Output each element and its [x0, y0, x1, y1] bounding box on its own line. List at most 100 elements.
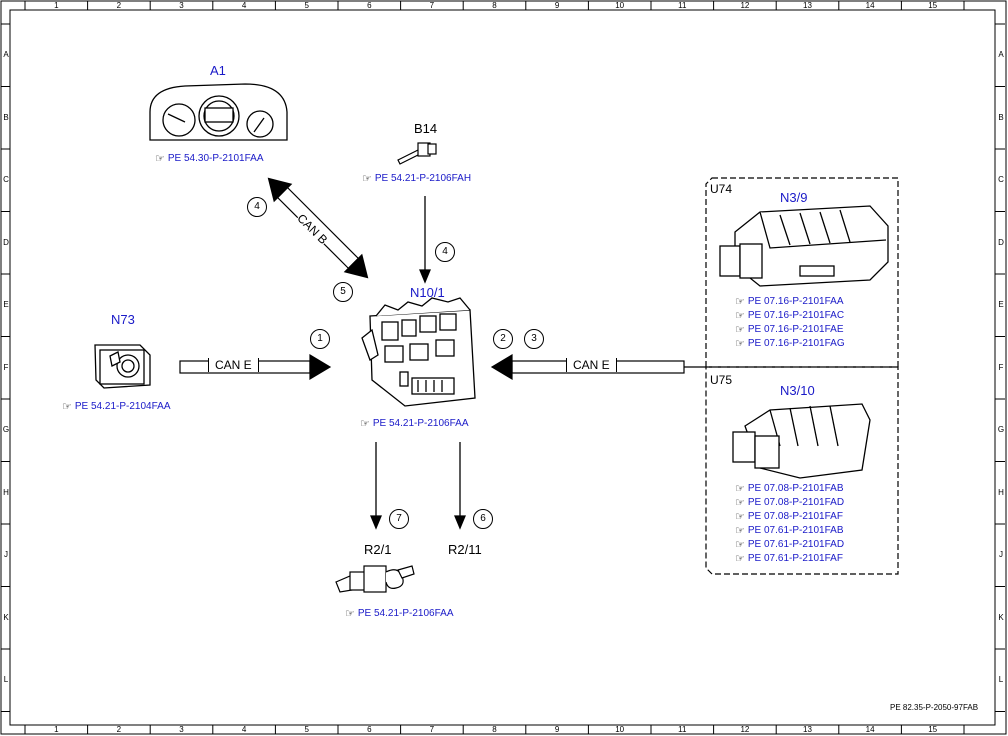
n10-1-reference[interactable]: ☞PE 54.21-P-2106FAA: [360, 418, 469, 430]
n3-10-label: N3/10: [780, 383, 815, 398]
grid-column-label: 5: [304, 725, 309, 734]
can-e-right-label: CAN E: [566, 358, 617, 372]
grid-column-label: 12: [740, 725, 750, 734]
ignition-switch-icon: [94, 344, 151, 389]
engine-control-unit-2-icon: [732, 403, 871, 479]
grid-column-label: 12: [740, 1, 750, 10]
grid-row-label: L: [998, 675, 1004, 685]
pointing-hand-icon: ☞: [362, 173, 372, 185]
b14-label: B14: [414, 121, 438, 136]
ecu-reference[interactable]: ☞PE 07.08-P-2101FAD: [735, 497, 845, 509]
grid-row-label: E: [998, 300, 1004, 310]
ecu-reference[interactable]: ☞PE 07.08-P-2101FAB: [735, 483, 844, 495]
grid-column-label: 8: [492, 725, 497, 734]
grid-row-label: B: [3, 112, 9, 122]
signal-7: 7: [389, 509, 409, 529]
document-id: PE 82.35-P-2050-97FAB: [890, 703, 979, 712]
b14-reference[interactable]: ☞PE 54.21-P-2106FAH: [362, 173, 472, 185]
grid-column-label: 6: [367, 1, 372, 10]
signal-4-can-b: 4: [247, 197, 267, 217]
pointing-hand-icon: ☞: [735, 511, 745, 523]
signal-5: 5: [333, 282, 353, 302]
grid-row-label: C: [3, 175, 9, 185]
u74-label: U74: [710, 182, 733, 196]
grid-row-label: J: [999, 550, 1003, 560]
pointing-hand-icon: ☞: [62, 401, 72, 413]
grid-row-label: H: [3, 487, 9, 497]
grid-column-label: 4: [241, 1, 247, 10]
grid-row-label: B: [998, 112, 1004, 122]
a1-reference[interactable]: ☞PE 54.30-P-2101FAA: [155, 153, 264, 165]
grid-column-label: 2: [116, 725, 122, 734]
grid-row-label: C: [998, 175, 1004, 185]
signal-arrows: [370, 196, 706, 530]
grid-column-label: 3: [179, 725, 184, 734]
grid-row-label: D: [998, 237, 1004, 247]
grid-column-label: 7: [429, 725, 435, 734]
grid-column-label: 5: [304, 1, 309, 10]
grid-column-label: 8: [492, 1, 497, 10]
r2-1-reference[interactable]: ☞PE 54.21-P-2106FAA: [345, 608, 454, 620]
glow-plug-icon: [335, 565, 415, 593]
grid-row-label: A: [3, 50, 9, 60]
engine-control-unit-icon: [719, 205, 889, 287]
grid-column-label: 13: [803, 725, 812, 734]
pointing-hand-icon: ☞: [735, 483, 745, 495]
grid-row-label: K: [998, 612, 1004, 622]
pointing-hand-icon: ☞: [735, 539, 745, 551]
ecu-reference[interactable]: ☞PE 07.08-P-2101FAF: [735, 511, 843, 523]
grid-column-label: 1: [54, 725, 59, 734]
signal-4-b14: 4: [435, 242, 455, 262]
ecu-reference[interactable]: ☞PE 07.16-P-2101FAE: [735, 324, 844, 336]
grid-row-label: H: [998, 487, 1004, 497]
pointing-hand-icon: ☞: [735, 525, 745, 537]
pointing-hand-icon: ☞: [155, 153, 165, 165]
engine-control-group-box: [705, 177, 899, 575]
grid-row-label: L: [3, 675, 9, 685]
grid-column-label: 7: [429, 1, 435, 10]
pointing-hand-icon: ☞: [345, 608, 355, 620]
grid-row-label: G: [997, 425, 1005, 435]
u75-label: U75: [710, 373, 733, 387]
ecu-reference[interactable]: ☞PE 07.16-P-2101FAA: [735, 296, 844, 308]
grid-column-label: 3: [179, 1, 184, 10]
grid-column-label: 14: [865, 725, 875, 734]
n73-label: N73: [111, 312, 135, 327]
pointing-hand-icon: ☞: [735, 310, 745, 322]
n3-9-label: N3/9: [780, 190, 808, 205]
grid-column-label: 13: [803, 1, 812, 10]
signal-1: 1: [310, 329, 330, 349]
grid-column-label: 9: [554, 1, 560, 10]
grid-column-label: 15: [928, 725, 938, 734]
grid-row-label: G: [2, 425, 10, 435]
grid-column-label: 10: [615, 725, 625, 734]
grid-column-label: 11: [678, 1, 687, 10]
pointing-hand-icon: ☞: [360, 418, 370, 430]
n73-reference[interactable]: ☞PE 54.21-P-2104FAA: [62, 401, 171, 413]
pointing-hand-icon: ☞: [735, 338, 745, 350]
grid-column-label: 14: [865, 1, 875, 10]
ecu-reference[interactable]: ☞PE 07.61-P-2101FAB: [735, 525, 844, 537]
signal-2: 2: [493, 329, 513, 349]
instrument-cluster-icon: [149, 83, 288, 141]
signal-3: 3: [524, 329, 544, 349]
grid-column-label: 1: [54, 1, 59, 10]
grid-row-label: F: [998, 362, 1004, 372]
ecu-reference[interactable]: ☞PE 07.61-P-2101FAD: [735, 539, 845, 551]
ecu-reference[interactable]: ☞PE 07.61-P-2101FAF: [735, 553, 843, 565]
grid-column-label: 9: [554, 725, 560, 734]
temperature-sensor-icon: [397, 142, 437, 165]
can-e-left-label: CAN E: [208, 358, 259, 372]
inner-frame: [9, 9, 996, 726]
ecu-reference[interactable]: ☞PE 07.16-P-2101FAC: [735, 310, 845, 322]
grid-row-label: D: [3, 237, 9, 247]
grid-column-label: 4: [241, 725, 247, 734]
grid-column-label: 10: [615, 1, 625, 10]
grid-row-label: K: [3, 612, 9, 622]
grid-row-label: E: [3, 300, 9, 310]
pointing-hand-icon: ☞: [735, 553, 745, 565]
pointing-hand-icon: ☞: [735, 324, 745, 336]
ecu-reference[interactable]: ☞PE 07.16-P-2101FAG: [735, 338, 845, 350]
